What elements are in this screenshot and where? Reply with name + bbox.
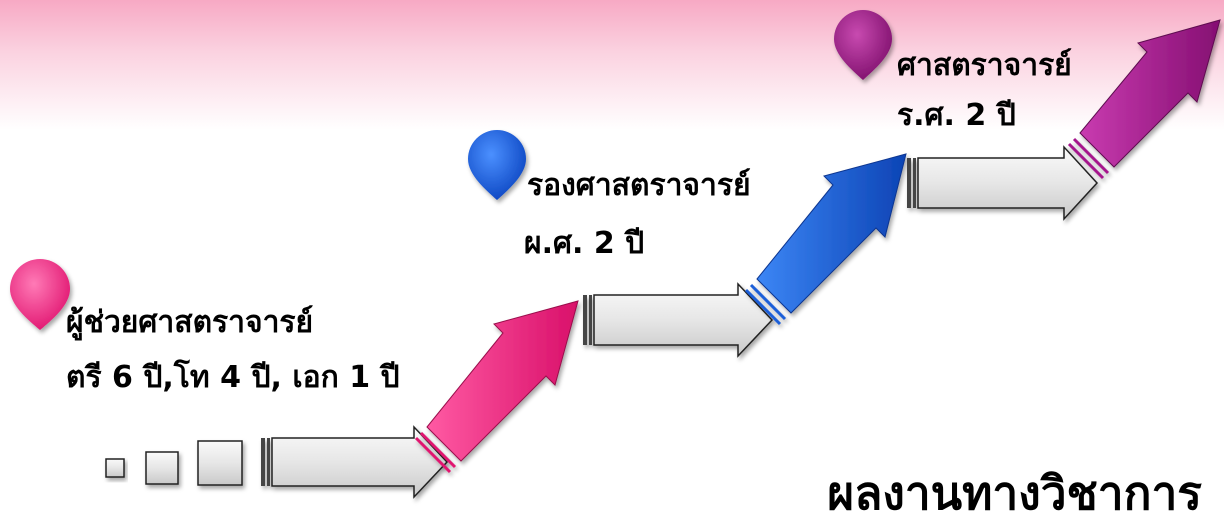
stage-1-title: ผู้ช่วยศาสตราจารย์ xyxy=(66,305,314,340)
gray-arrow-1 xyxy=(261,425,449,499)
gray-arrow-2 xyxy=(583,282,774,358)
pink-location-pin-icon xyxy=(10,259,70,330)
blue-diagonal-arrow xyxy=(744,153,907,326)
stage-2-requirement: ผ.ศ. 2 ปี xyxy=(524,226,645,261)
pink-diagonal-arrow xyxy=(414,300,579,474)
gray-arrow-3 xyxy=(907,145,1099,221)
step-square-medium xyxy=(145,451,179,485)
footer-title: ผลงานทางวิชาการ xyxy=(827,466,1202,520)
step-square-large xyxy=(197,440,243,486)
purple-diagonal-arrow xyxy=(1067,19,1221,180)
stage-1-requirement: ตรี 6 ปี,โท 4 ปี, เอก 1 ปี xyxy=(66,360,400,395)
stage-3-title: ศาสตราจารย์ xyxy=(897,48,1072,83)
stage-3-requirement: ร.ศ. 2 ปี xyxy=(897,98,1016,133)
blue-location-pin-icon xyxy=(468,130,526,200)
step-square-small xyxy=(105,458,125,478)
header-gradient-band xyxy=(0,0,1224,130)
purple-location-pin-icon xyxy=(834,10,892,80)
stage-2-title: รองศาสตราจารย์ xyxy=(527,168,751,203)
